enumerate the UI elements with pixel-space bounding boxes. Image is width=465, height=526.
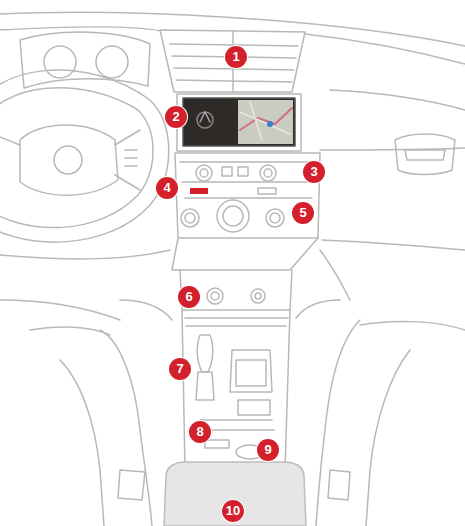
callout-number: 1 <box>225 46 247 68</box>
callout-number: 5 <box>292 202 314 224</box>
callout-number: 7 <box>169 358 191 380</box>
callout-number: 6 <box>178 286 200 308</box>
callout-number: 10 <box>222 500 244 522</box>
callout-number: 4 <box>156 177 178 199</box>
callout-number: 2 <box>165 106 187 128</box>
callout-number: 9 <box>257 439 279 461</box>
callout-number: 3 <box>303 161 325 183</box>
callout-number: 8 <box>189 421 211 443</box>
